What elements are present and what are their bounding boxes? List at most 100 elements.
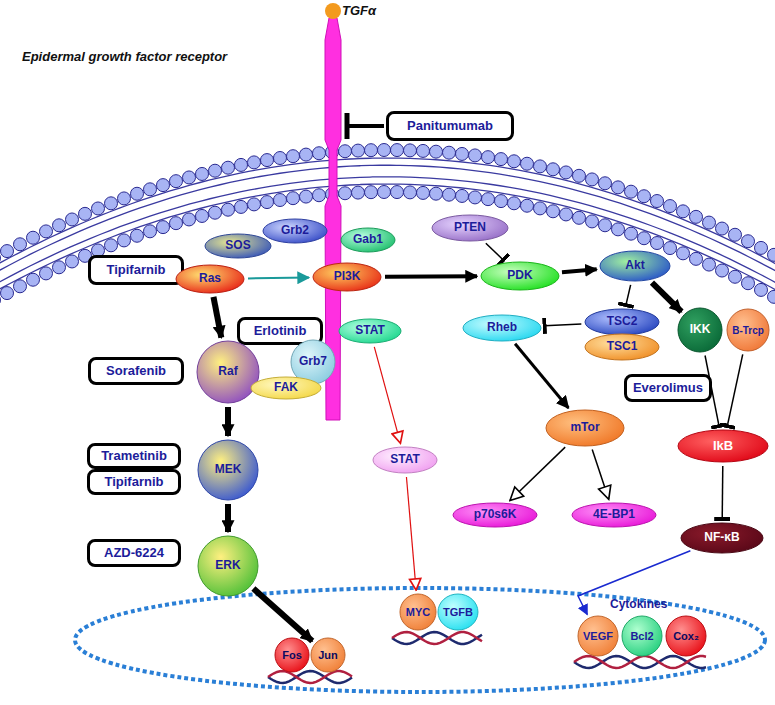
lipid-head (235, 158, 248, 171)
node-shape (275, 638, 309, 672)
lipid-head (638, 232, 651, 245)
node-shape (341, 228, 395, 252)
node-label: p70s6K (474, 508, 517, 521)
lipid-head (235, 200, 248, 213)
inhibition-bar (345, 113, 350, 139)
pathway-connector (225, 504, 231, 532)
lipid-head (105, 197, 118, 210)
node-shape (585, 309, 659, 335)
lipid-head (703, 258, 716, 271)
protein-node: 4E-BP1 (571, 502, 657, 528)
pathway-connector (721, 466, 723, 519)
pathway-connector (213, 297, 221, 338)
lipid-head (131, 187, 144, 200)
lipid-head (612, 181, 625, 194)
node-label: MEK (215, 463, 242, 476)
node-shape (263, 219, 327, 243)
node-shape (546, 410, 624, 446)
node-shape (678, 308, 722, 352)
lipid-head (677, 247, 690, 260)
lipid-head (586, 173, 599, 186)
pathway-connector (515, 344, 568, 408)
lipid-head (274, 194, 287, 207)
protein-node: NF-κB (680, 522, 764, 554)
lipid-head (430, 187, 443, 200)
lipid-head (287, 192, 300, 205)
lipid-head (261, 196, 274, 209)
node-label: FAK (274, 381, 298, 394)
lipid-head (222, 203, 235, 216)
lipid-head (404, 144, 417, 157)
node-shape (727, 309, 769, 351)
lipid-head (716, 222, 729, 235)
lipid-head (534, 160, 547, 173)
lipid-head (534, 202, 547, 215)
lipid-head (508, 155, 521, 168)
cell-membrane (0, 144, 775, 307)
lipid-head (222, 161, 235, 174)
protein-node: TSC1 (584, 333, 660, 361)
node-label: TSC2 (607, 315, 638, 328)
node-label: Everolimus (633, 381, 703, 395)
node-label: Tipifarnib (105, 475, 164, 489)
protein-node: PI3K (312, 262, 382, 292)
receptor-caption: Epidermal growth factor receptor (22, 49, 227, 64)
lipid-head (14, 238, 27, 251)
lipid-head (547, 163, 560, 176)
lipid-head (495, 153, 508, 166)
lipid-head (638, 190, 651, 203)
pathway-connector (727, 354, 742, 426)
lipid-head (612, 223, 625, 236)
lipid-head (664, 200, 677, 213)
lipid-tail-line (0, 177, 775, 287)
node-shape (666, 616, 706, 656)
drug-box: Sorafenib (88, 357, 184, 385)
node-shape (197, 341, 259, 403)
lipid-head (742, 235, 755, 248)
protein-node: IkB (677, 429, 769, 463)
lipid-head (144, 225, 157, 238)
protein-node: Raf (196, 340, 260, 404)
lipid-head (313, 147, 326, 160)
node-shape (453, 503, 537, 527)
lipid-head (599, 219, 612, 232)
lipid-head (443, 146, 456, 159)
protein-node: SOS (204, 233, 272, 259)
lipid-head (313, 189, 326, 202)
lipid-head (66, 213, 79, 226)
lipid-head (742, 277, 755, 290)
protein-node: MYC (399, 593, 437, 631)
lipid-head (144, 183, 157, 196)
lipid-head (27, 231, 40, 244)
node-shape (578, 616, 618, 656)
ligand-circle (325, 3, 341, 19)
pathway-connector (562, 269, 597, 272)
node-label: MYC (406, 606, 430, 618)
protein-node: Ras (175, 264, 245, 294)
lipid-head (92, 202, 105, 215)
lipid-head (131, 229, 144, 242)
protein-node: STAT (372, 446, 438, 474)
lipid-head (755, 283, 768, 296)
dna-strand (268, 671, 352, 683)
protein-node: Grb2 (262, 218, 328, 244)
lipid-head (365, 144, 378, 157)
node-label: Cox₂ (673, 630, 699, 642)
lipid-head (586, 215, 599, 228)
lipid-head (703, 216, 716, 229)
lipid-head (443, 188, 456, 201)
protein-node: Fos (274, 637, 310, 673)
protein-node: IKK (677, 307, 723, 353)
protein-node: Akt (599, 250, 671, 282)
lipid-head (0, 252, 1, 265)
lipid-head (261, 154, 274, 167)
lipid-head (768, 248, 775, 261)
protein-node: STAT (338, 318, 402, 344)
node-label: Jun (318, 649, 338, 661)
protein-node: p70s6K (452, 502, 538, 528)
lipid-head (1, 245, 14, 258)
pathway-connector (248, 277, 309, 280)
lipid-head (651, 237, 664, 250)
lipid-head (456, 147, 469, 160)
